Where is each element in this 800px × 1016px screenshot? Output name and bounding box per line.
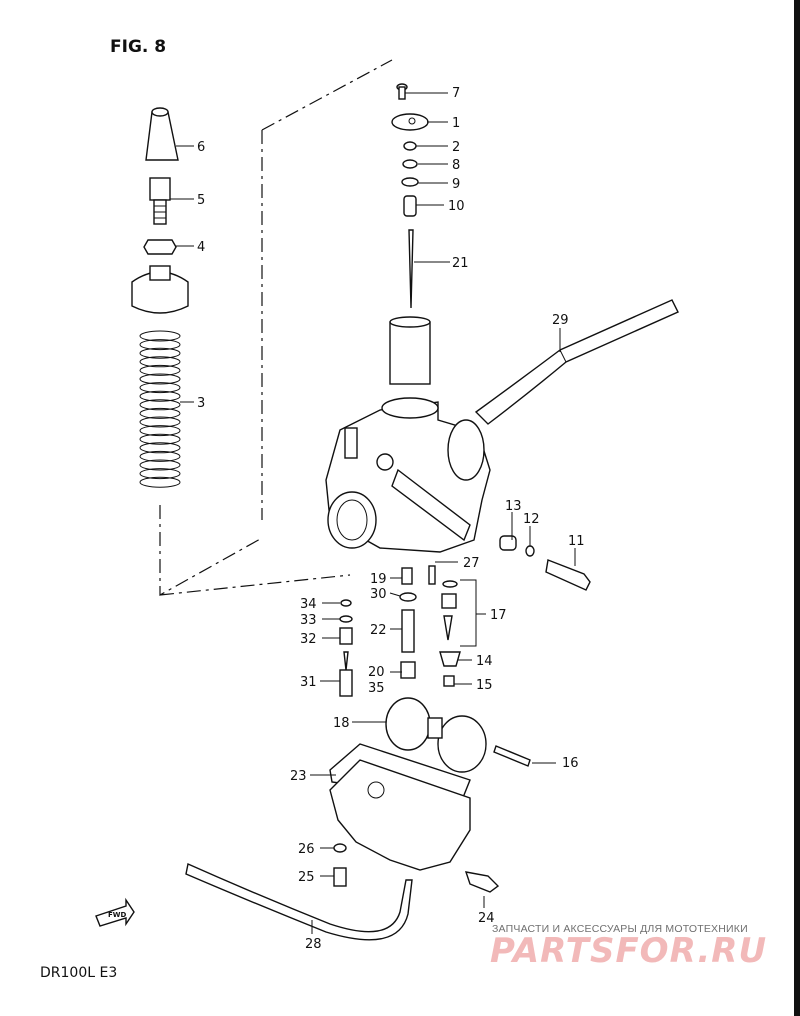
callout-32: 32 (300, 632, 317, 647)
float-bowl-part (329, 743, 471, 871)
callout-9: 9 (452, 177, 460, 192)
callout-31: 31 (300, 675, 317, 690)
callout-18: 18 (333, 716, 350, 731)
callout-11: 11 (568, 534, 585, 549)
carburetor-body-part (325, 397, 491, 553)
lock-nut-part (143, 239, 177, 255)
throttle-stop-screw-part (499, 535, 591, 591)
callout-2: 2 (452, 140, 460, 155)
spring-coil (139, 339, 181, 351)
small-spring-part (403, 195, 417, 217)
spring-coil (139, 347, 181, 359)
spring-coil (139, 356, 181, 368)
jet-needle-part (408, 229, 414, 309)
throttle-valve-part (389, 316, 431, 385)
callout-23: 23 (290, 769, 307, 784)
spring-coil (139, 390, 181, 402)
callout-29: 29 (552, 313, 569, 328)
callout-19: 19 (370, 572, 387, 587)
spring-coil (139, 433, 181, 445)
forward-label: FWD (108, 911, 127, 919)
figure-title: FIG. 8 (110, 37, 166, 57)
model-code: DR100L E3 (40, 965, 117, 981)
bowl-screw-part (333, 843, 500, 893)
throttle-spring-part (139, 330, 181, 488)
callout-8: 8 (452, 158, 460, 173)
spring-coil (139, 407, 181, 419)
spring-coil (139, 425, 181, 437)
callout-28: 28 (305, 937, 322, 952)
callout-12: 12 (523, 512, 540, 527)
callout-14: 14 (476, 654, 493, 669)
callout-34: 34 (300, 597, 317, 612)
overflow-hose-part (185, 863, 413, 941)
callout-15: 15 (476, 678, 493, 693)
callout-21: 21 (452, 256, 469, 271)
callout-1: 1 (452, 116, 460, 131)
fuel-hose-part (474, 299, 679, 425)
callout-16: 16 (562, 756, 579, 771)
right-edge-border (794, 0, 800, 1016)
spring-coil (139, 442, 181, 454)
forward-arrow-icon: FWD (95, 897, 135, 927)
spring-coil (139, 382, 181, 394)
callout-6: 6 (197, 140, 205, 155)
spring-coil (139, 416, 181, 428)
callout-labels: 7 1 2 8 9 10 21 6 5 4 3 29 13 12 11 19 2… (197, 86, 585, 952)
callout-20: 20 (368, 665, 385, 680)
callout-10: 10 (448, 199, 465, 214)
washer-part (401, 177, 419, 187)
callout-25: 25 (298, 870, 315, 885)
callout-27: 27 (463, 556, 480, 571)
spring-coil (139, 450, 181, 462)
top-cap-part (131, 265, 189, 314)
callout-24: 24 (478, 911, 495, 926)
callout-22: 22 (370, 623, 387, 638)
spring-coil (139, 459, 181, 471)
callout-30: 30 (370, 587, 387, 602)
e-ring-part (402, 159, 418, 169)
spring-coil (139, 468, 181, 480)
callout-26: 26 (298, 842, 315, 857)
cable-adjuster-part (149, 177, 171, 225)
spring-coil (139, 364, 181, 376)
callout-17: 17 (490, 608, 507, 623)
spring-coil (139, 476, 181, 488)
float-pin-part (493, 745, 531, 767)
callout-13: 13 (505, 499, 522, 514)
screw-part (396, 83, 408, 100)
callout-4: 4 (197, 240, 205, 255)
clip-part (403, 141, 417, 151)
float-part (385, 697, 487, 773)
jet-parts (339, 565, 461, 697)
spring-coil (139, 373, 181, 385)
spring-coil (139, 330, 181, 342)
leader-lines (170, 92, 576, 934)
callout-5: 5 (197, 193, 205, 208)
assembly-frame-line (159, 59, 393, 597)
callout-35: 35 (368, 681, 385, 696)
spring-coil (139, 399, 181, 411)
callout-3: 3 (197, 396, 205, 411)
callout-7: 7 (452, 86, 460, 101)
cable-boot-part (145, 107, 179, 161)
callout-33: 33 (300, 613, 317, 628)
watermark-tagline: ЗАПЧАСТИ И АКСЕССУАРЫ ДЛЯ МОТОТЕХНИКИ (492, 923, 748, 935)
watermark-brand: PARTSFOR.RU (490, 931, 767, 971)
plate-part (391, 113, 429, 131)
